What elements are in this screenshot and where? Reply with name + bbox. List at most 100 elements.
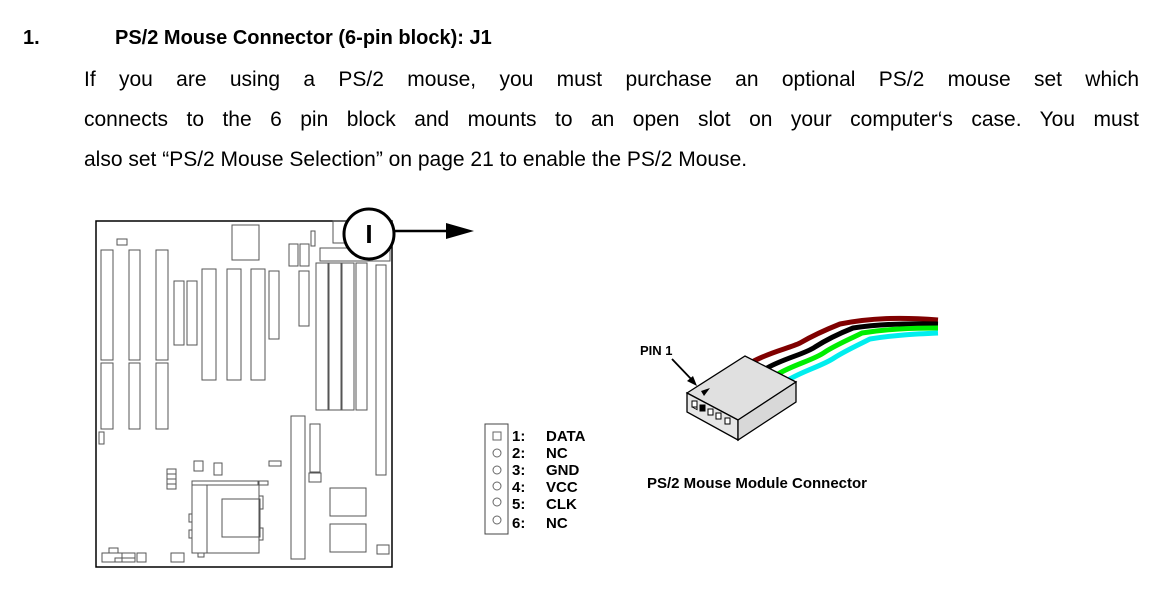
callout-marker: I bbox=[342, 207, 474, 261]
wire-green bbox=[776, 325, 939, 377]
ide-connector bbox=[290, 415, 306, 560]
isa-slot bbox=[155, 362, 169, 430]
pci-slot bbox=[201, 268, 217, 381]
pinout-row: 5:CLK bbox=[512, 496, 585, 513]
board-component bbox=[108, 547, 119, 554]
pin-header-diagram bbox=[484, 423, 509, 535]
board-component bbox=[170, 552, 185, 563]
connector-side bbox=[737, 380, 797, 442]
board-component bbox=[193, 460, 204, 472]
isa-slot bbox=[100, 362, 114, 430]
simm-slot bbox=[355, 262, 368, 411]
chip bbox=[329, 487, 367, 517]
pin-round bbox=[492, 497, 502, 507]
section-title: PS/2 Mouse Connector (6-pin block): J1 bbox=[115, 27, 492, 49]
board-component bbox=[188, 529, 193, 539]
section-paragraph: If you are using a PS/2 mouse, you must … bbox=[84, 60, 1139, 180]
pinout-row: 1: DATA bbox=[512, 428, 585, 445]
wire-cyan bbox=[786, 330, 939, 383]
paragraph-line: also set “PS/2 Mouse Selection” on page … bbox=[84, 148, 748, 171]
pci-slot bbox=[173, 280, 185, 346]
pin-number: 1: bbox=[512, 428, 526, 445]
board-component bbox=[258, 527, 264, 541]
isa-slot bbox=[128, 362, 141, 430]
board-component bbox=[258, 495, 264, 510]
pin-signal: NC bbox=[546, 445, 568, 462]
board-outline bbox=[95, 220, 393, 568]
pin1-label: PIN 1 bbox=[640, 343, 673, 358]
pin-round bbox=[492, 448, 502, 458]
pin-number: 3: bbox=[512, 462, 526, 479]
simm-slot bbox=[375, 264, 387, 476]
wire-red bbox=[750, 315, 939, 365]
cpu-chip bbox=[221, 498, 261, 538]
simm-slot bbox=[328, 262, 342, 411]
pin-number: 6: bbox=[512, 515, 526, 532]
isa-slot bbox=[155, 249, 169, 361]
pin-round bbox=[492, 515, 502, 525]
chip bbox=[231, 224, 260, 261]
paragraph-line: connects to the 6 pin block and mounts t… bbox=[84, 108, 1139, 131]
board-component bbox=[310, 230, 316, 247]
paragraph-line: If you are using a PS/2 mouse, you must … bbox=[84, 68, 1139, 91]
pin-hole bbox=[715, 412, 722, 420]
board-component bbox=[197, 552, 205, 558]
motherboard-diagram bbox=[95, 220, 393, 568]
board-component bbox=[213, 462, 223, 476]
pci-slot bbox=[186, 280, 198, 346]
board-component bbox=[288, 243, 299, 267]
callout-circle bbox=[342, 207, 396, 261]
pin-hole bbox=[724, 417, 731, 425]
board-component bbox=[257, 480, 269, 486]
board-component bbox=[116, 238, 128, 246]
pinout-row: 3: GND bbox=[512, 462, 585, 479]
callout-label: I bbox=[365, 219, 372, 249]
pinout-table: 1: DATA 2: NC 3: GND 4: VCC 5:CLK 6: NC bbox=[512, 428, 585, 532]
pin-signal: GND bbox=[546, 462, 580, 479]
board-component bbox=[268, 460, 282, 467]
simm-slot bbox=[315, 262, 329, 411]
board-component bbox=[268, 270, 280, 340]
pci-slot bbox=[226, 268, 242, 381]
board-component bbox=[299, 243, 310, 267]
pin-signal: DATA bbox=[546, 428, 586, 445]
pinout-row: 4: VCC bbox=[512, 479, 585, 496]
board-component bbox=[309, 423, 321, 473]
board-component bbox=[298, 270, 310, 327]
isa-slot bbox=[128, 249, 141, 361]
cpu-socket bbox=[191, 480, 260, 554]
board-component bbox=[98, 431, 105, 445]
pinout-row: 6: NC bbox=[512, 515, 585, 532]
pin-signal: NC bbox=[546, 515, 568, 532]
pin-signal: VCC bbox=[546, 479, 578, 496]
module-caption: PS/2 Mouse Module Connector bbox=[647, 475, 868, 492]
board-component bbox=[376, 544, 390, 555]
board-component bbox=[308, 472, 322, 483]
pin-hole bbox=[707, 408, 714, 416]
pin1-arrow-head-icon bbox=[687, 376, 697, 386]
pin-number: 2: bbox=[512, 445, 526, 462]
pin-number: 4: bbox=[512, 479, 526, 496]
ps2-module-drawing bbox=[671, 315, 939, 442]
board-component bbox=[188, 513, 193, 523]
pinout-row: 2: NC bbox=[512, 445, 585, 462]
section-number: 1. bbox=[23, 27, 40, 49]
board-component bbox=[136, 552, 147, 563]
pci-slot bbox=[250, 268, 266, 381]
chip bbox=[329, 523, 367, 553]
pin-hole-filled bbox=[699, 404, 706, 412]
arrow-head-icon bbox=[446, 223, 474, 239]
pin-number: 5: bbox=[512, 496, 526, 513]
wire-black bbox=[765, 321, 939, 371]
pin-square bbox=[492, 431, 502, 441]
pin-header-outline bbox=[484, 423, 509, 535]
isa-slot bbox=[100, 249, 114, 361]
pin-hole bbox=[691, 400, 698, 408]
pin-round bbox=[492, 465, 502, 475]
pin-round bbox=[492, 481, 502, 491]
simm-slot bbox=[341, 262, 355, 411]
board-component bbox=[114, 557, 136, 563]
pin1-marker-icon bbox=[701, 388, 710, 396]
pin1-arrow-line bbox=[671, 358, 694, 382]
